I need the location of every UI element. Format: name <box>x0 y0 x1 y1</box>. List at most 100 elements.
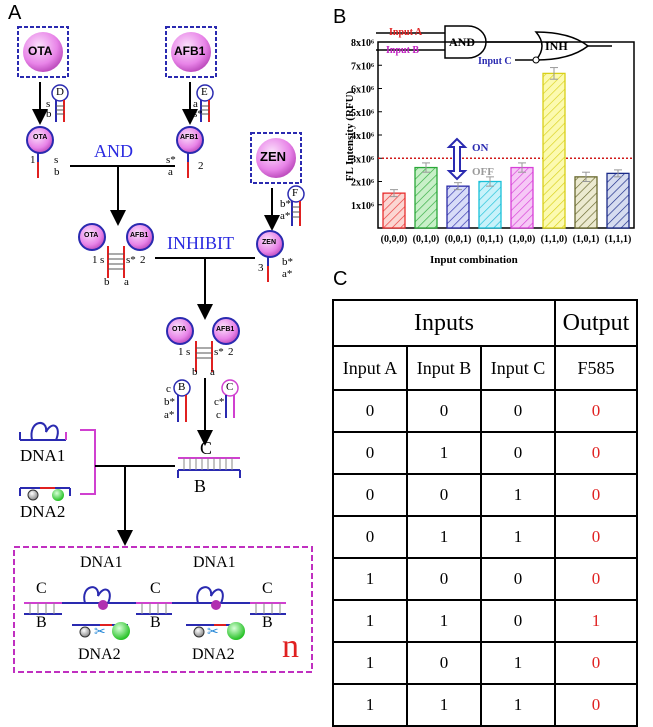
dna2-label: DNA2 <box>20 502 66 521</box>
and-num-2: 2 <box>140 254 146 266</box>
strand-a-star-3: a* <box>282 268 293 280</box>
and-label: AND <box>94 141 133 161</box>
inputs-header: Inputs <box>332 299 556 347</box>
inh-num-2: 2 <box>228 346 234 358</box>
inh-ota-label: OTA <box>172 326 187 333</box>
y-tick-label: 2x10⁶ <box>351 178 374 189</box>
duplex-c-label: C <box>200 438 213 458</box>
inh-num-1: 1 <box>178 346 184 358</box>
and-num-1: 1 <box>92 254 98 266</box>
b-strand-a-star: a* <box>164 409 175 421</box>
bar <box>510 166 534 229</box>
x-tick-label: (1,1,0) <box>541 234 568 245</box>
output-cell: 0 <box>554 431 638 475</box>
zen-aptamer-complex <box>256 230 284 282</box>
col-input-b: Input B <box>406 345 482 391</box>
quencher-icon <box>27 489 39 501</box>
chart-ylabel: FL Intensity (RFU) <box>344 90 356 182</box>
inh-gate-icon <box>534 31 590 61</box>
and-strand-b: b <box>104 276 110 288</box>
result-chain: ✂ ✂ <box>24 586 286 640</box>
bar <box>606 172 630 229</box>
probe-e-icon <box>196 84 214 122</box>
cell: 0 <box>480 599 556 643</box>
panel-b-label: B <box>333 6 347 28</box>
y-tick-label: 8x10⁶ <box>351 38 374 49</box>
bar <box>414 166 438 229</box>
x-tick-label: (0,1,0) <box>413 234 440 245</box>
result-box <box>13 546 313 673</box>
result-dna2-b: DNA2 <box>192 646 235 663</box>
cell: 1 <box>406 431 482 475</box>
and-afb1-label: AFB1 <box>130 232 149 239</box>
fluorophore-icon <box>52 489 64 501</box>
y-tick-label: 6x10⁶ <box>351 85 374 96</box>
result-b3: B <box>262 614 273 631</box>
truth-table: Inputs Output Input A Input B Input C F5… <box>332 299 638 727</box>
cell: 1 <box>332 599 408 643</box>
output-cell: 0 <box>554 557 638 601</box>
duplex-b-label: B <box>194 476 207 496</box>
result-dna1-a: DNA1 <box>80 554 123 571</box>
ota-target-box <box>17 26 69 78</box>
b-strand-b-star: b* <box>164 396 175 408</box>
cell: 0 <box>332 389 408 433</box>
output-cell: 0 <box>554 683 638 727</box>
panel-c-label: C <box>333 268 348 290</box>
y-tick-label: 7x10⁶ <box>351 61 374 72</box>
cell: 0 <box>480 431 556 475</box>
strand-s-1: s <box>54 154 59 166</box>
cell: 0 <box>406 389 482 433</box>
and-strand-s: s <box>100 254 105 266</box>
probe-c-label: C <box>226 381 234 393</box>
bar <box>446 185 470 229</box>
strand-b-d: b <box>46 108 52 120</box>
scissors-icon: ✂ <box>94 625 106 640</box>
dna1-icon <box>19 422 67 441</box>
cell: 1 <box>406 683 482 727</box>
cell: 1 <box>332 641 408 685</box>
probe-d-label: D <box>56 86 64 98</box>
and-gate-label: AND <box>449 35 475 49</box>
num-1: 1 <box>30 154 36 166</box>
y-tick-label: 1x10⁶ <box>351 201 374 212</box>
strand-b-star-3: b* <box>282 256 293 268</box>
probe-d-icon <box>51 84 69 122</box>
afb1-molecule-icon <box>171 32 211 72</box>
off-label: OFF <box>472 166 494 178</box>
cell: 0 <box>332 431 408 475</box>
panel-a-label: A <box>8 2 22 24</box>
x-tick-label: (1,1,1) <box>605 234 632 245</box>
zen-label: ZEN <box>260 149 286 164</box>
output-cell: 0 <box>554 641 638 685</box>
scissors-icon-2: ✂ <box>207 625 219 640</box>
result-b2: B <box>150 614 161 631</box>
ota-aptamer-complex <box>26 126 54 178</box>
inhibit-label: INHIBIT <box>167 233 234 253</box>
afb1-small-label: AFB1 <box>180 134 199 141</box>
y-tick-label: 4x10⁶ <box>351 131 374 142</box>
panel-b-chart: 1x10⁶2x10⁶3x10⁶4x10⁶5x10⁶6x10⁶7x10⁶8x10⁶… <box>351 25 635 245</box>
cell: 1 <box>480 473 556 517</box>
strand-a-2: a <box>168 166 173 178</box>
y-tick-label: 3x10⁶ <box>351 154 374 165</box>
and-strand-a: a <box>124 276 129 288</box>
output-cell: 0 <box>554 515 638 559</box>
cell: 0 <box>332 473 408 517</box>
afb1-aptamer-complex <box>176 126 204 178</box>
chart-xlabel: Input combination <box>430 254 518 266</box>
inh-strand-a: a <box>210 366 215 378</box>
inh-afb1-label: AFB1 <box>216 326 235 333</box>
num-3: 3 <box>258 262 264 274</box>
on-off-double-arrow-icon <box>446 137 468 181</box>
cell: 0 <box>406 557 482 601</box>
cell: 1 <box>480 641 556 685</box>
cell: 0 <box>406 473 482 517</box>
and-complex <box>78 223 154 278</box>
result-c1: C <box>36 580 47 597</box>
inh-strand-s-star: s* <box>214 346 224 358</box>
